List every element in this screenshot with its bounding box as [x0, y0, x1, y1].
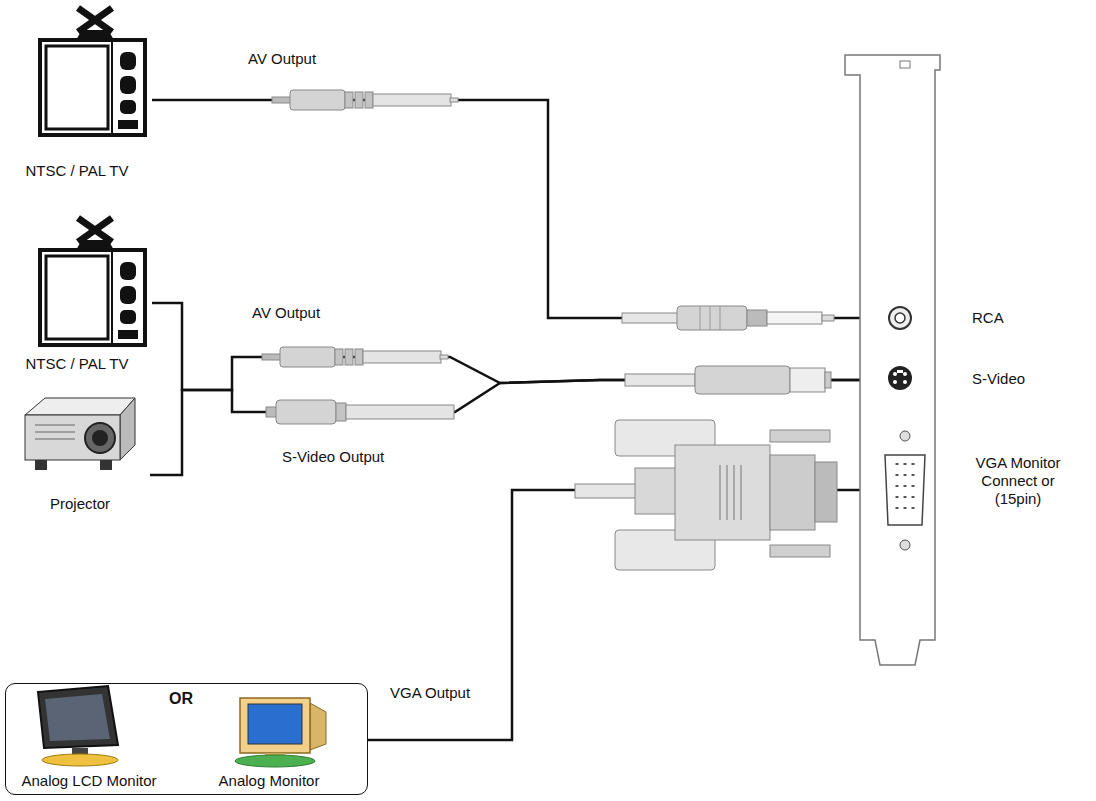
edge-label: VGA Output — [388, 684, 472, 702]
cable-wire — [152, 100, 884, 318]
node-label: Projector — [10, 495, 150, 513]
node-label: RCA — [972, 309, 1050, 327]
rca-port: RCA — [884, 300, 1054, 336]
cable-label: AV Output — [250, 304, 322, 322]
node-label: NTSC / PAL TV — [2, 355, 152, 373]
svideo-port: S-Video — [884, 360, 1054, 398]
node-label: S-Video — [972, 370, 1050, 388]
node-label: Analog Monitor — [194, 772, 344, 790]
tv-device: NTSC / PAL TV — [2, 218, 152, 378]
projector-device: Projector — [10, 395, 150, 520]
node-label: OR — [164, 690, 198, 708]
vga-port: VGA Monitor Connect or (15pin) — [884, 440, 1076, 550]
crt-monitor: Analog Monitor — [194, 688, 344, 792]
edge-label: AV Output — [246, 50, 318, 68]
node-label: Analog LCD Monitor — [14, 772, 164, 790]
node-label: VGA Monitor Connect or (15pin) — [964, 454, 1072, 508]
lcd-monitor: Analog LCD Monitor — [14, 688, 164, 792]
tv-device: NTSC / PAL TV — [2, 12, 152, 184]
node-label: NTSC / PAL TV — [2, 162, 152, 180]
monitor-group: OR Analog LCD Monitor Analog Monitor — [5, 683, 368, 795]
cable-label: S-Video Output — [280, 448, 386, 466]
